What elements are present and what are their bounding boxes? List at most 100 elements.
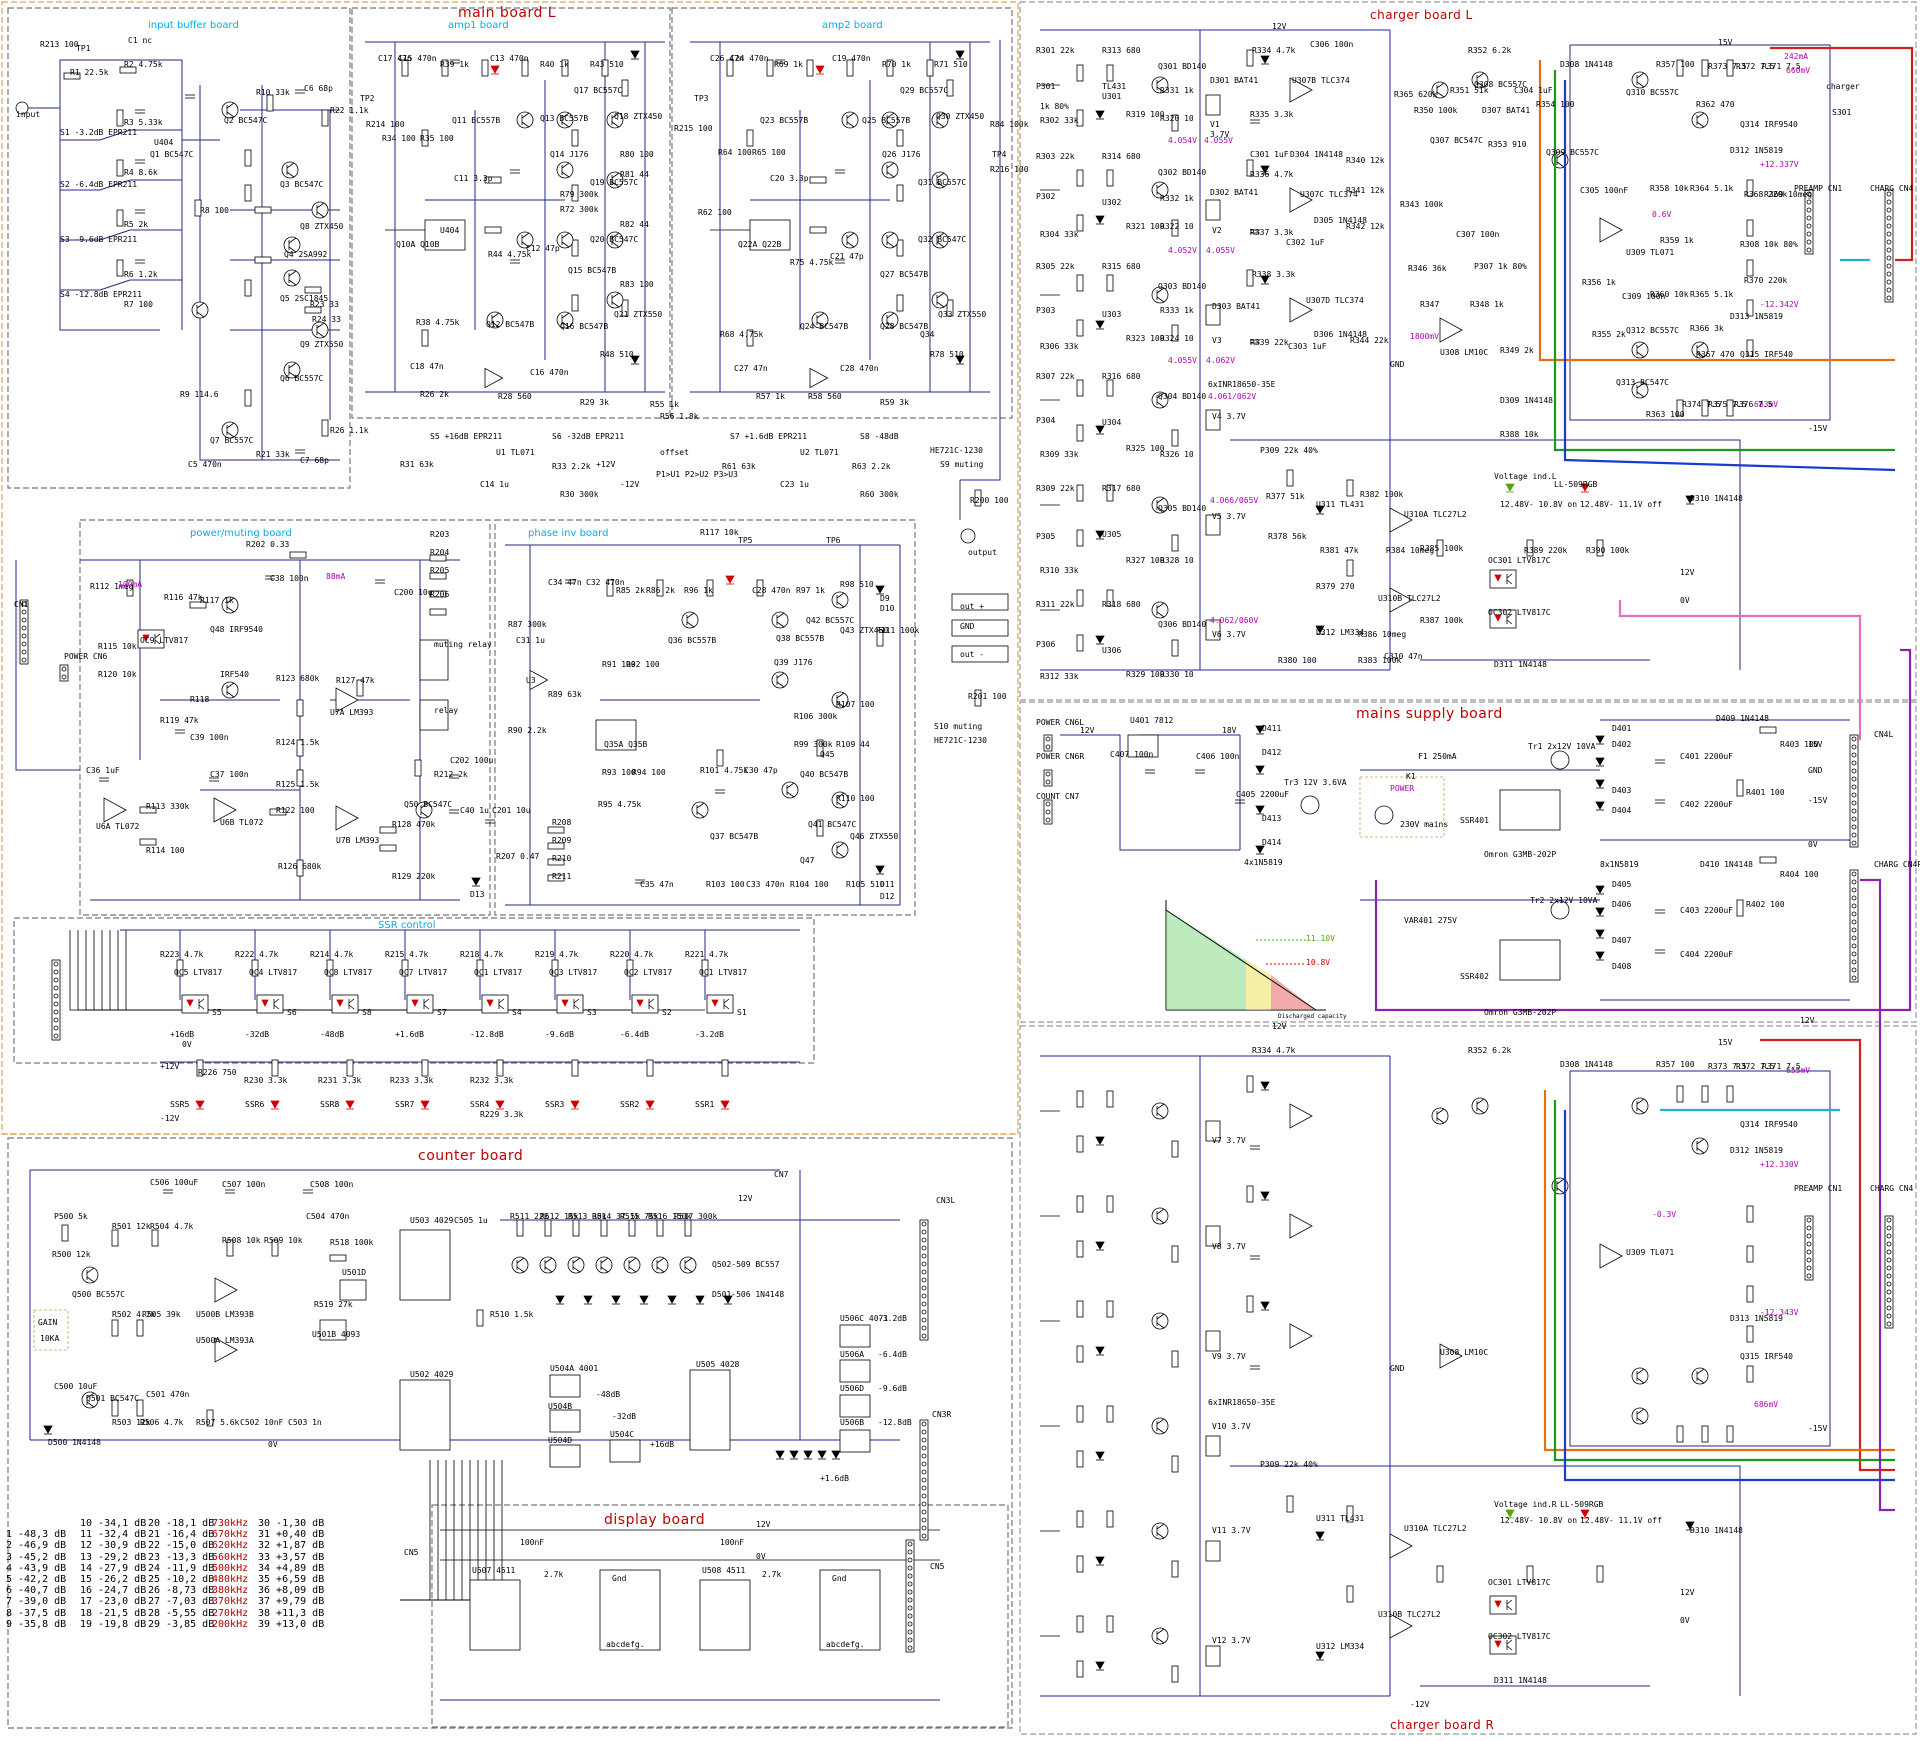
counter-transistor — [539, 1256, 557, 1274]
gain-table-column: 20 -18,1 dB 21 -16,4 dB 22 -15,0 dB 23 -… — [148, 1518, 215, 1630]
u501b-nand — [319, 1319, 347, 1341]
component-label: S301 — [1832, 108, 1852, 117]
counter-diode — [611, 1295, 621, 1305]
component-label: D308 1N4148 — [1560, 1060, 1613, 1069]
tl431-regulator — [1095, 320, 1105, 330]
component-label: R347 — [1420, 300, 1440, 309]
component-label: U305 — [1102, 530, 1122, 539]
component-label: R21 33k — [256, 450, 290, 459]
component-label: R200 100 — [970, 496, 1009, 505]
charger-resistor — [1171, 1455, 1179, 1473]
component-label: Q23 BC557B — [760, 116, 809, 125]
counter-resistor — [516, 1219, 524, 1237]
component-label: V11 3.7V — [1212, 1526, 1251, 1535]
component-label: R313 680 — [1102, 46, 1141, 55]
amp1-frame — [351, 7, 671, 419]
component-label: TP6 — [826, 536, 841, 545]
charger-resistor — [1076, 214, 1084, 232]
amp-capacitor — [510, 169, 520, 174]
component-label: C310 47n — [1384, 652, 1423, 661]
component-label: -15V — [1808, 796, 1828, 805]
component-label: R119 47k — [160, 716, 199, 725]
battery-cell — [1205, 1120, 1221, 1142]
u500b-comparator — [214, 1277, 238, 1303]
component-label: C32 470n — [586, 578, 625, 587]
component-label: R125 1.5k — [276, 780, 320, 789]
ssr-led — [270, 1100, 280, 1110]
tl071-opamp — [1599, 217, 1623, 243]
harness-wire — [1553, 1100, 1895, 1462]
component-label: Q26 J176 — [882, 150, 921, 159]
component-label: U310B TLC27L2 — [1378, 594, 1441, 603]
charger-resistor — [1746, 259, 1754, 277]
component-label: R214 100 — [366, 120, 405, 129]
component-label: R344 22k — [1350, 336, 1389, 345]
component-label: D405 — [1612, 880, 1632, 889]
component-label: S2 -6.4dB EPR211 — [60, 180, 138, 189]
component-label: C406 100n — [1196, 752, 1240, 761]
component-label: P1>U1 P2>U2 P3>U3 — [656, 470, 738, 479]
component-label: R117 1k — [200, 596, 234, 605]
component-label: R92 100 — [626, 660, 660, 669]
component-label: R506 4.7k — [140, 1418, 184, 1427]
sense-voltage: 660mV — [1786, 66, 1811, 75]
r112-resistor — [126, 579, 134, 597]
component-label: C36 1uF — [86, 766, 120, 775]
ssr-led — [645, 1100, 655, 1110]
current-mirror-transistor — [556, 311, 574, 329]
counter-diode — [695, 1295, 705, 1305]
bat41-diode — [1260, 1191, 1270, 1201]
amp-resistor — [421, 329, 429, 347]
oc302-optocoupler — [1489, 1635, 1517, 1655]
amp-capacitor — [510, 259, 520, 264]
ssr-resistor-label: R219 4.7k — [535, 950, 579, 959]
bat41-diode — [1260, 55, 1270, 65]
component-label: relay — [434, 706, 459, 715]
component-label: U307B TLC374 — [1292, 76, 1350, 85]
u504b-nor — [549, 1409, 581, 1433]
bd140-transistor — [1151, 1102, 1169, 1120]
amp-resistor — [481, 59, 489, 77]
component-label: R204 — [430, 548, 450, 557]
component-label: R385 100k — [1420, 544, 1464, 553]
charger-capacitor — [1250, 1365, 1260, 1370]
component-label: R69 1k — [774, 60, 803, 69]
rectifier-diode — [1595, 951, 1605, 961]
ssr-series-resistor — [326, 959, 334, 977]
component-label: R334 4.7k — [1252, 1046, 1296, 1055]
component-label: R338 3.3k — [1252, 270, 1296, 279]
component-label: R374 7.5 — [1682, 400, 1721, 409]
component-label: R68 4.75k — [720, 330, 764, 339]
input-divider-cap — [135, 259, 145, 264]
output-jack — [960, 528, 976, 544]
component-label: 2.7k — [544, 1570, 564, 1579]
component-label: R10 33k — [256, 88, 290, 97]
u6a-opamp — [103, 797, 127, 823]
component-label: F1 250mA — [1418, 752, 1457, 761]
offset-voltage: 0.6V — [1652, 210, 1672, 219]
charger-resistor — [1076, 319, 1084, 337]
component-label: -15V — [1808, 424, 1828, 433]
r127-resistor — [356, 679, 364, 697]
component-label: V9 3.7V — [1212, 1352, 1246, 1361]
component-label: D408 — [1612, 962, 1632, 971]
ssr-switch-label: S2 — [662, 1008, 672, 1017]
cn4r-connector — [1849, 869, 1859, 983]
charger-resistor — [1076, 589, 1084, 607]
sense-resistor — [1676, 1425, 1684, 1443]
component-label: R349 2k — [1500, 346, 1534, 355]
c406-capacitor — [1195, 769, 1205, 774]
phase-transistor — [771, 611, 789, 629]
bd140-transistor — [1151, 286, 1169, 304]
offset-opamp — [809, 367, 829, 389]
component-label: offset — [660, 448, 689, 457]
r200-resistor — [974, 489, 982, 507]
amp-emitter-resistor — [571, 239, 579, 257]
component-label: D301 BAT41 — [1210, 76, 1259, 85]
bat41-diode — [1260, 1081, 1270, 1091]
component-label: U302 — [1102, 198, 1122, 207]
r202-resistor — [289, 551, 307, 559]
component-label: C305 100nF — [1580, 186, 1629, 195]
charger-resistor — [1526, 539, 1534, 557]
charger-resistor — [1246, 159, 1254, 177]
